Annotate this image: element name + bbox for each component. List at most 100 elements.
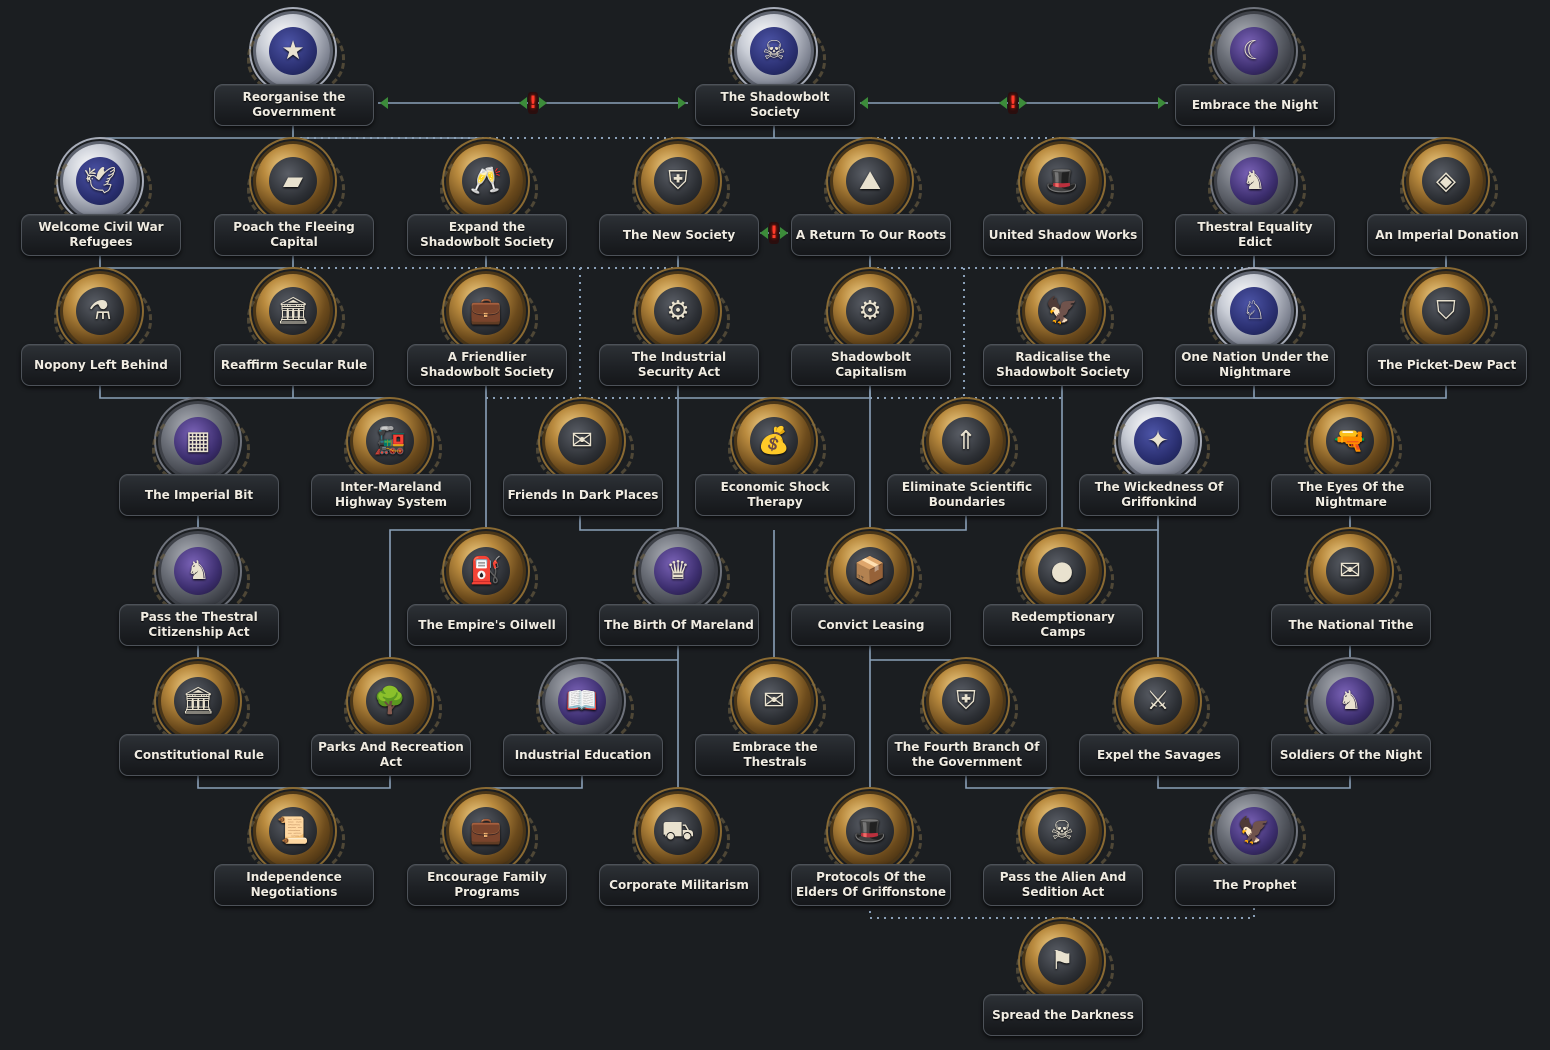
focus-wickedness[interactable]: ✦The Wickedness Of Griffonkind — [1079, 404, 1237, 530]
focus-scientific-boundaries[interactable]: ⇑Eliminate Scientific Boundaries — [887, 404, 1045, 530]
focus-birth-mareland[interactable]: ♛ The Birth Of Mareland — [599, 534, 757, 660]
crescent-moon-emblem-icon: ☾ — [1217, 14, 1291, 88]
focus-title: The New Society — [599, 214, 759, 256]
crossed-shields-icon: ⛉ — [1409, 274, 1483, 348]
focus-title: Spread the Darkness — [983, 994, 1143, 1036]
focus-national-tithe[interactable]: ✉The National Tithe — [1271, 534, 1429, 660]
parliament-building-icon: 🏛 — [256, 274, 330, 348]
focus-new-society[interactable]: ⛨The New Society — [599, 144, 757, 270]
arrow-right-icon — [780, 227, 788, 239]
mountain-frame-icon: ⛰ — [833, 144, 907, 218]
focus-nopony[interactable]: ⚗ Nopony Left Behind — [21, 274, 179, 400]
checkered-coin-icon: ▦ — [161, 404, 235, 478]
focus-imperial-bit[interactable]: ▦The Imperial Bit — [119, 404, 277, 530]
focus-title: Corporate Militarism — [599, 864, 759, 906]
focus-title: The Birth Of Mareland — [599, 604, 759, 646]
focus-family-programs[interactable]: 💼Encourage Family Programs — [407, 794, 565, 920]
focus-reorganise[interactable]: ★Reorganise the Government — [214, 14, 372, 140]
griffon-top-hat-icon: 🎩 — [833, 794, 907, 868]
focus-dark-places[interactable]: ✉Friends In Dark Places — [503, 404, 661, 530]
focus-title: Radicalise the Shadowbolt Society — [983, 344, 1143, 386]
focus-title: United Shadow Works — [983, 214, 1143, 256]
focus-icon-glyph: ● — [1038, 547, 1086, 595]
focus-title: Parks And Recreation Act — [311, 734, 471, 776]
focus-icon-glyph: ♞ — [1230, 157, 1278, 205]
focus-icon-glyph: ☾ — [1230, 27, 1278, 75]
striped-shield-icon: ⛨ — [641, 144, 715, 218]
focus-title: The Picket-Dew Pact — [1367, 344, 1527, 386]
focus-spread-darkness[interactable]: ⚑Spread the Darkness — [983, 924, 1141, 1050]
focus-convict-leasing[interactable]: 📦Convict Leasing — [791, 534, 949, 660]
focus-icon-glyph: ⛉ — [1422, 287, 1470, 335]
focus-poach-capital[interactable]: ▰Poach the Fleeing Capital — [214, 144, 372, 270]
focus-icon-glyph: ♞ — [1326, 677, 1374, 725]
focus-return-roots[interactable]: ⛰A Return To Our Roots — [791, 144, 949, 270]
focus-one-nation[interactable]: ♘One Nation Under the Nightmare — [1175, 274, 1333, 400]
nightmare-pony-icon: ♘ — [1217, 274, 1291, 348]
focus-icon-glyph: ☠ — [750, 27, 798, 75]
focus-icon-glyph: ▰ — [269, 157, 317, 205]
focus-thestral-citizenship[interactable]: ♞Pass the Thestral Citizenship Act — [119, 534, 277, 660]
champagne-glasses-icon: 🥂 — [449, 144, 523, 218]
focus-secular-rule[interactable]: 🏛Reaffirm Secular Rule — [214, 274, 372, 400]
focus-icon-glyph: ♛ — [654, 547, 702, 595]
focus-picket-dew[interactable]: ⛉ The Picket-Dew Pact — [1367, 274, 1525, 400]
focus-protocols[interactable]: 🎩Protocols Of the Elders Of Griffonstone — [791, 794, 949, 920]
focus-alien-sedition[interactable]: ☠Pass the Alien And Sedition Act — [983, 794, 1141, 920]
focus-icon-glyph: 🏛 — [174, 677, 222, 725]
focus-highway[interactable]: 🚂Inter-Mareland Highway System — [311, 404, 469, 530]
focus-icon-glyph: 🔫 — [1326, 417, 1374, 465]
focus-industrial-security[interactable]: ⚙The Industrial Security Act — [599, 274, 757, 400]
focus-icon-glyph: ★ — [269, 27, 317, 75]
treaty-scroll-icon: 📜 — [256, 794, 330, 868]
focus-icon-glyph: 💼 — [462, 287, 510, 335]
focus-radicalise[interactable]: 🦅Radicalise the Shadowbolt Society — [983, 274, 1141, 400]
focus-title: The Empire's Oilwell — [407, 604, 567, 646]
focus-expand-shadowbolt[interactable]: 🥂Expand the Shadowbolt Society — [407, 144, 565, 270]
focus-friendlier[interactable]: 💼A Friendlier Shadowbolt Society — [407, 274, 565, 400]
focus-embrace-thestrals[interactable]: ✉Embrace the Thestrals — [695, 664, 853, 790]
focus-icon-glyph: 🌳 — [366, 677, 414, 725]
focus-title: Embrace the Night — [1175, 84, 1335, 126]
focus-icon-glyph: ⚔ — [1134, 677, 1182, 725]
letter-and-coins-icon: ✉ — [545, 404, 619, 478]
focus-title: Encourage Family Programs — [407, 864, 567, 906]
focus-icon-glyph: ✉ — [1326, 547, 1374, 595]
arrow-right-icon — [1019, 97, 1027, 109]
focus-expel-savages[interactable]: ⚔Expel the Savages — [1079, 664, 1237, 790]
focus-redemptionary[interactable]: ●Redemptionary Camps — [983, 534, 1141, 660]
focus-constitutional[interactable]: 🏛Constitutional Rule — [119, 664, 277, 790]
focus-eyes-nightmare[interactable]: 🔫 The Eyes Of the Nightmare — [1271, 404, 1429, 530]
focus-prophet[interactable]: 🦅The Prophet — [1175, 794, 1333, 920]
focus-corporate-militarism[interactable]: ⛟Corporate Militarism — [599, 794, 757, 920]
focus-title: The Shadowbolt Society — [695, 84, 855, 126]
focus-icon-glyph: 🏛 — [269, 287, 317, 335]
pistol-and-documents-icon: 🔫 — [1313, 404, 1387, 478]
focus-parks[interactable]: 🌳 Parks And Recreation Act — [311, 664, 469, 790]
focus-title: Thestral Equality Edict — [1175, 214, 1335, 256]
focus-oilwell[interactable]: ⛽The Empire's Oilwell — [407, 534, 565, 660]
focus-shadowbolt-capitalism[interactable]: ⚙Shadowbolt Capitalism — [791, 274, 949, 400]
focus-title: The Eyes Of the Nightmare — [1271, 474, 1431, 516]
focus-united-shadow[interactable]: 🎩United Shadow Works — [983, 144, 1141, 270]
palace-icon: 🏛 — [161, 664, 235, 738]
focus-fourth-branch[interactable]: ⛨The Fourth Branch Of the Government — [887, 664, 1045, 790]
open-book-icon: 📖 — [545, 664, 619, 738]
focus-embrace-night[interactable]: ☾ Embrace the Night — [1175, 14, 1333, 140]
focus-welcome-refugees[interactable]: 🕊 Welcome Civil War Refugees — [21, 144, 179, 270]
focus-thestral-equality[interactable]: ♞ Thestral Equality Edict — [1175, 144, 1333, 270]
tank-emblem-icon: ⛟ — [641, 794, 715, 868]
focus-icon-glyph: ⇑ — [942, 417, 990, 465]
sealed-letter-icon: ✉ — [737, 664, 811, 738]
focus-title: Welcome Civil War Refugees — [21, 214, 181, 256]
focus-imperial-donation[interactable]: ◈An Imperial Donation — [1367, 144, 1525, 270]
focus-shadowbolt[interactable]: ☠ The Shadowbolt Society — [695, 14, 853, 140]
focus-icon-glyph: 🕊 — [76, 157, 124, 205]
focus-title: Pass the Thestral Citizenship Act — [119, 604, 279, 646]
focus-title: Nopony Left Behind — [21, 344, 181, 386]
focus-industrial-education[interactable]: 📖Industrial Education — [503, 664, 661, 790]
focus-independence[interactable]: 📜Independence Negotiations — [214, 794, 372, 920]
focus-shock-therapy[interactable]: 💰Economic Shock Therapy — [695, 404, 853, 530]
focus-icon-glyph: ⚗ — [76, 287, 124, 335]
focus-soldiers-night[interactable]: ♞Soldiers Of the Night — [1271, 664, 1429, 790]
